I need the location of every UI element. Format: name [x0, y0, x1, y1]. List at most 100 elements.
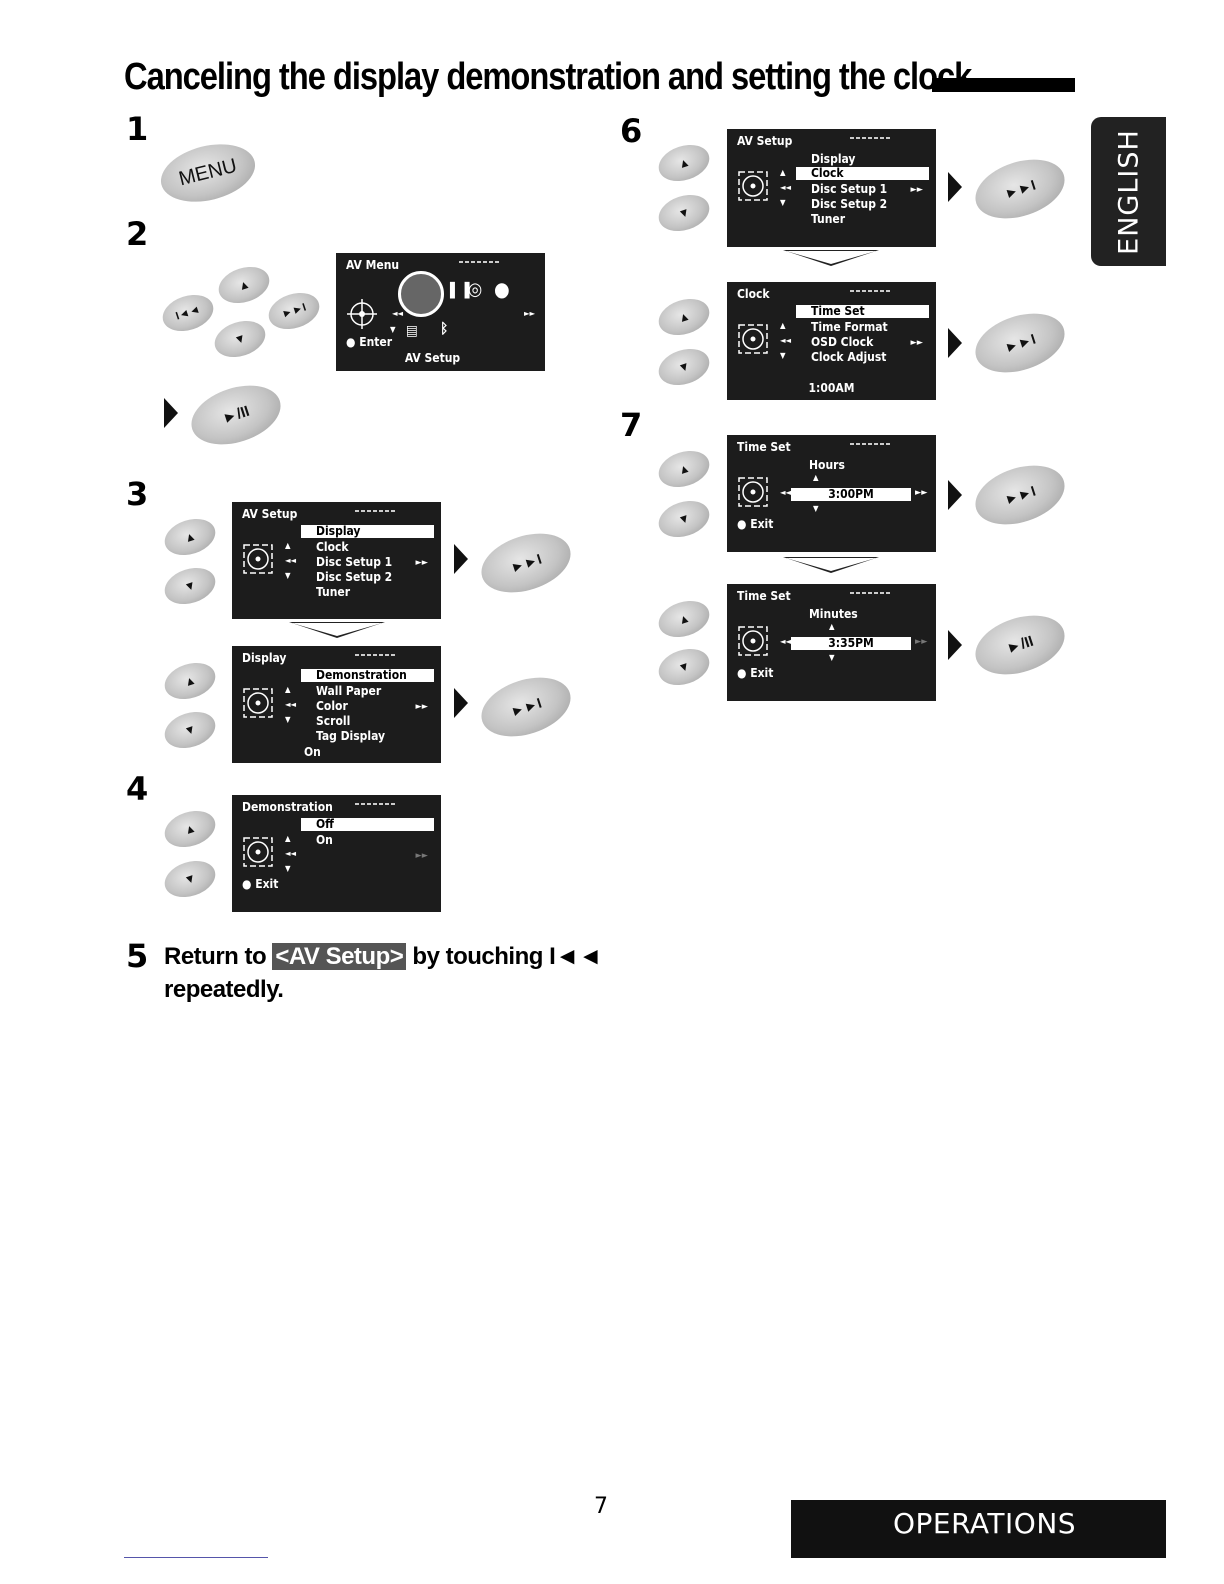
joystick-icon	[738, 626, 768, 656]
screen-title: AV Menu	[346, 258, 400, 272]
next-arrow	[164, 398, 178, 428]
up-button: ▲	[654, 444, 714, 494]
minutes-value: 3:35PM	[791, 637, 911, 650]
rewind-icon: ◄◄	[392, 309, 404, 318]
section-tab: OPERATIONS	[791, 1500, 1166, 1558]
nav-arrows: ▲◄◄▼	[285, 834, 297, 873]
up-button: ▲	[654, 138, 714, 188]
down-arrow-icon: ▼	[813, 504, 819, 513]
menu-item: Clock	[796, 167, 929, 180]
field-label: Minutes	[809, 607, 858, 621]
step5-instruction: Return to <AV Setup> by touching I◄◄ rep…	[164, 940, 602, 1006]
menu-list: Demonstration Wall Paper Color Scroll Ta…	[301, 669, 434, 744]
down-button: ▼	[654, 188, 714, 238]
down-button: ▼	[160, 705, 220, 755]
up-button: ▲	[654, 594, 714, 644]
section-label: OPERATIONS	[893, 1507, 1077, 1540]
next-button: ►►I	[967, 303, 1073, 383]
next-arrow	[948, 480, 962, 510]
screen-display: Display ▲◄◄▼ ►► Demonstration Wall Paper…	[232, 646, 441, 763]
menu-list: Display Clock Disc Setup 1 Disc Setup 2 …	[301, 525, 434, 600]
down-arrow-icon: ▼	[829, 653, 835, 662]
forward-icon: ►►	[910, 338, 923, 348]
next-button: ►►I	[967, 149, 1073, 229]
step5-text: by touching	[406, 943, 550, 970]
screen-title: AV Setup	[737, 134, 793, 148]
next-button: ►►I	[473, 523, 579, 603]
prev-down-button: ▼	[160, 561, 220, 611]
field-label: Hours	[809, 458, 845, 472]
title-rule	[932, 78, 1075, 92]
exit-label: ● Exit	[737, 666, 774, 680]
screen-dash	[355, 803, 397, 805]
nav-arrows: ▲◄◄▼	[780, 168, 792, 207]
av-setup-gear-icon	[398, 271, 444, 317]
step-number-7: 7	[620, 406, 643, 444]
down-arrow-icon: ▼	[390, 325, 396, 334]
menu-item: Time Set	[796, 305, 929, 318]
joystick-icon	[243, 688, 273, 718]
menu-item: Tuner	[316, 585, 351, 599]
menu-item: Clock Adjust	[811, 350, 887, 364]
exit-label: ● Exit	[242, 877, 279, 891]
prev-button: I◄◄	[158, 288, 218, 338]
menu-item: Disc Setup 1	[811, 182, 888, 196]
next-arrow	[454, 688, 468, 718]
menu-item: Wall Paper	[316, 684, 382, 698]
transition-arrow	[783, 557, 879, 573]
step-number-5: 5	[126, 937, 149, 975]
screen-dash	[355, 510, 397, 512]
screen-dash	[850, 137, 892, 139]
menu-item: Off	[301, 818, 434, 831]
next-arrow	[948, 630, 962, 660]
menu-button-label: MENU	[176, 154, 240, 191]
screen-title: Display	[242, 651, 287, 665]
screen-title: AV Setup	[242, 507, 298, 521]
forward-icon: ►►	[415, 558, 428, 568]
screen-av-setup: AV Setup ▲◄◄▼ ►► Display Clock Disc Setu…	[232, 502, 441, 619]
menu-item: Display	[301, 525, 434, 538]
joystick-icon	[738, 477, 768, 507]
exit-label: ● Exit	[737, 517, 774, 531]
disc-icon: ◎	[468, 279, 483, 300]
page-number: 7	[594, 1494, 608, 1519]
next-button: ►►I	[967, 455, 1073, 535]
up-arrow-icon: ▲	[813, 473, 819, 482]
rewind-icon: ◄◄	[780, 637, 792, 646]
step-number-6: 6	[620, 112, 643, 150]
menu-item: Clock	[316, 540, 349, 554]
equalizer-icon: ▌▐	[450, 283, 470, 299]
up-button: ▲	[160, 804, 220, 854]
forward-icon: ►►	[915, 488, 928, 498]
forward-icon: ►►	[915, 637, 928, 647]
screen-title: Clock	[737, 287, 770, 301]
screen-title: Time Set	[737, 440, 791, 454]
screen-time-set-hours: Time Set Hours ▲ ◄◄ 3:00PM ►► ▼ ● Exit	[727, 435, 936, 552]
bluetooth-icon: ᛒ	[440, 321, 449, 337]
play-pause-button: ►/II	[183, 375, 289, 455]
menu-item: On	[316, 833, 333, 847]
step5-line2: repeatedly.	[164, 976, 284, 1003]
next-arrow	[948, 328, 962, 358]
menu-item: Disc Setup 2	[811, 197, 888, 211]
next-button: ►►I	[264, 286, 324, 336]
forward-icon: ►►	[415, 702, 428, 712]
prev-up-button: ▲	[160, 512, 220, 562]
step5-text: Return to	[164, 943, 273, 970]
screen-title: Time Set	[737, 589, 791, 603]
down-button: ▼	[654, 342, 714, 392]
screen-footer: On	[304, 745, 321, 759]
menu-item: Display	[811, 152, 856, 166]
clock-readout: 1:00AM	[808, 381, 855, 395]
menu-item: Time Format	[811, 320, 888, 334]
screen-dash	[355, 654, 397, 656]
forward-icon: ►►	[910, 185, 923, 195]
nav-arrows: ▲◄◄▼	[285, 685, 297, 724]
screen-dash	[850, 290, 892, 292]
transition-arrow	[783, 250, 879, 266]
nav-arrows: ▲◄◄▼	[780, 321, 792, 360]
menu-item: Tuner	[811, 212, 846, 226]
rewind-icon: ◄◄	[780, 488, 792, 497]
menu-item: Disc Setup 1	[316, 555, 393, 569]
screen-time-set-minutes: Time Set Minutes ▲ ◄◄ 3:35PM ►► ▼ ● Exit	[727, 584, 936, 701]
